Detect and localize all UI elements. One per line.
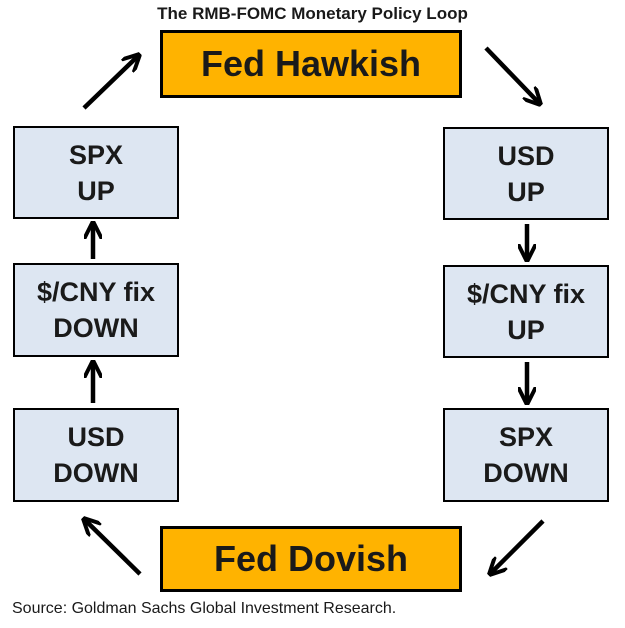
fed-dovish-box: Fed Dovish	[160, 526, 462, 592]
usd-down-line2: DOWN	[53, 458, 139, 488]
fed-hawkish-box: Fed Hawkish	[160, 30, 462, 98]
spx-up-line2: UP	[77, 175, 115, 206]
cny-fix-down-line2: DOWN	[53, 313, 139, 343]
usd-down-box: USD DOWN	[13, 408, 179, 502]
cny-fix-down-box: $/CNY fix DOWN	[13, 263, 179, 357]
cny-fix-up-line2: UP	[507, 314, 545, 345]
usd-up-line2: UP	[507, 176, 545, 207]
arrow-spx-up-to-hawkish	[82, 55, 139, 110]
spx-up-line1: SPX	[68, 139, 124, 170]
fed-dovish-label: Fed Dovish	[213, 538, 409, 579]
usd-up-line1: USD	[497, 140, 555, 171]
diagram-title: The RMB-FOMC Monetary Policy Loop	[157, 4, 468, 23]
spx-down-line2: DOWN	[483, 458, 569, 488]
arrow-hawkish-to-usd-up	[484, 46, 540, 104]
arrow-dovish-to-usd-down	[84, 519, 142, 576]
cny-fix-up-line1: $/CNY fix	[466, 278, 586, 309]
fed-hawkish-label: Fed Hawkish	[200, 43, 422, 84]
cny-fix-up-box: $/CNY fix UP	[443, 265, 609, 358]
source-note: Source: Goldman Sachs Global Investment …	[12, 600, 397, 617]
spx-down-line1: SPX	[498, 422, 554, 452]
arrow-spx-down-to-dovish	[490, 519, 545, 574]
usd-down-line1: USD	[67, 422, 125, 452]
spx-down-box: SPX DOWN	[443, 408, 609, 502]
usd-up-box: USD UP	[443, 127, 609, 220]
cny-fix-down-line1: $/CNY fix	[36, 277, 156, 307]
spx-up-box: SPX UP	[13, 126, 179, 219]
